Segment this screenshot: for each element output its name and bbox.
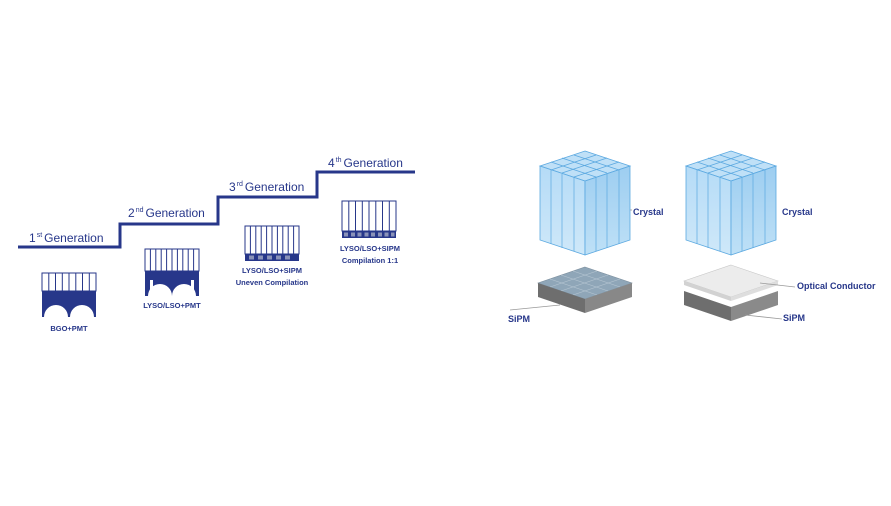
right-crystal-label: Crystal	[782, 207, 813, 217]
right-module-crystal	[684, 150, 778, 256]
left-sipm-label: SiPM	[508, 314, 531, 324]
gen4-sipm-array	[342, 231, 396, 238]
left-module-sipm	[537, 266, 633, 313]
left-crystal-label: Crystal	[633, 207, 664, 217]
gen2-caption: LYSO/LSO+PMT	[143, 301, 201, 310]
optical-conductor-label: Optical Conductor	[797, 281, 876, 291]
gen1-caption: BGO+PMT	[50, 324, 88, 333]
left-sipm-leader	[509, 304, 561, 311]
staircase-line	[18, 170, 415, 249]
detector-gen1	[41, 272, 97, 317]
gen1-pmt-arches	[42, 291, 96, 317]
detector-gen3	[244, 225, 300, 261]
left-module-crystal	[538, 150, 632, 256]
detector-gen4	[341, 200, 397, 238]
right-sipm-label: SiPM	[783, 313, 806, 323]
detector-gen2	[144, 248, 200, 296]
optical-leader	[759, 282, 796, 288]
right-module-optical-conductor	[683, 264, 779, 301]
gen2-pmt-arches	[145, 271, 199, 296]
right-sipm-leader	[744, 314, 783, 320]
gen3-caption: LYSO/LSO+SIPM Uneven Compilation	[235, 266, 309, 287]
right-module-sipm	[684, 291, 778, 321]
gen4-caption: LYSO/LSO+SIPM Compilation 1:1	[340, 244, 400, 265]
